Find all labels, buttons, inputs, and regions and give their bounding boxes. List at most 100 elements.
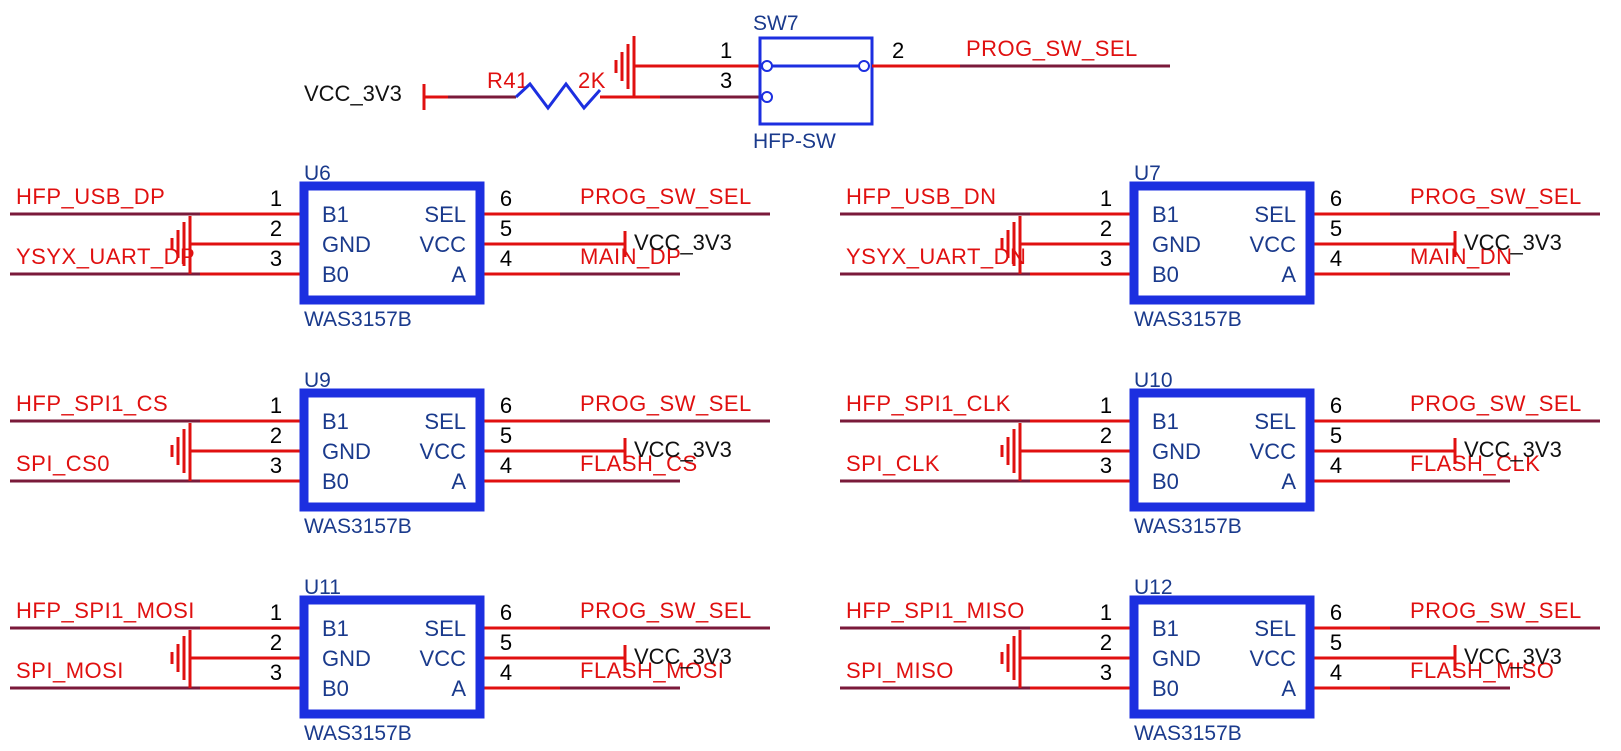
- pin-num: 1: [270, 393, 282, 418]
- net-label-b1: HFP_SPI1_CLK: [846, 391, 1011, 416]
- pin-num: 6: [1330, 600, 1342, 625]
- pin-num: 6: [500, 186, 512, 211]
- pin-num: 6: [1330, 186, 1342, 211]
- net-label-a: MAIN_DP: [580, 244, 681, 269]
- chip-part: WAS3157B: [304, 722, 412, 745]
- net-label-b0: SPI_CS0: [16, 451, 110, 476]
- chip-body: [299, 388, 485, 512]
- pin-num: 4: [1330, 660, 1342, 685]
- net-label-vcc: VCC_3V3: [1464, 644, 1562, 669]
- switch-contact-2: [858, 60, 870, 72]
- pin-num: 2: [270, 630, 282, 655]
- pin-name: VCC: [1250, 646, 1297, 671]
- pin-num: 3: [1100, 453, 1112, 478]
- net-label-vcc: VCC_3V3: [634, 230, 732, 255]
- net-label-vcc: VCC_3V3: [634, 437, 732, 462]
- pin-num: 5: [500, 216, 512, 241]
- pin-num: 4: [500, 246, 512, 271]
- net-label-b0: YSYX_UART_DP: [16, 244, 195, 269]
- chip-part: WAS3157B: [304, 515, 412, 538]
- resistor-ref: R41: [487, 68, 529, 93]
- mux-chips: U6WAS3157B123654B1GNDB0SELVCCAHFP_USB_DP…: [10, 162, 1600, 745]
- pin-name: B0: [322, 262, 349, 287]
- pin-num: 5: [500, 630, 512, 655]
- chip-ref: U11: [304, 576, 341, 599]
- chip-part: WAS3157B: [1134, 722, 1242, 745]
- pin-name: GND: [322, 646, 371, 671]
- net-label-sel: PROG_SW_SEL: [580, 598, 752, 623]
- sw-pin2-num: 2: [892, 38, 904, 63]
- pin-num: 2: [1100, 630, 1112, 655]
- pin-num: 6: [500, 393, 512, 418]
- pin-num: 3: [270, 660, 282, 685]
- pin-name: B0: [322, 469, 349, 494]
- switch-output-net: PROG_SW_SEL: [966, 36, 1138, 61]
- ground-icon: [170, 630, 192, 688]
- chip-body: [1129, 181, 1315, 305]
- chip-body: [1129, 595, 1315, 719]
- net-label-vcc: VCC_3V3: [1464, 437, 1562, 462]
- pin-name: SEL: [424, 616, 466, 641]
- pin-name: A: [451, 262, 466, 287]
- net-label-sel: PROG_SW_SEL: [580, 184, 752, 209]
- chip-ref: U9: [304, 369, 331, 392]
- pin-num: 4: [500, 453, 512, 478]
- pin-name: A: [1281, 469, 1296, 494]
- pin-name: VCC: [1250, 439, 1297, 464]
- pin-num: 4: [1330, 453, 1342, 478]
- chip-part: WAS3157B: [1134, 308, 1242, 331]
- chip-part: WAS3157B: [304, 308, 412, 331]
- pin-name: GND: [1152, 439, 1201, 464]
- net-label-b1: HFP_SPI1_CS: [16, 391, 168, 416]
- pin-name: SEL: [424, 409, 466, 434]
- pin-num: 3: [270, 246, 282, 271]
- pin-num: 2: [270, 423, 282, 448]
- pin-num: 5: [1330, 630, 1342, 655]
- chip-u6: U6WAS3157B123654B1GNDB0SELVCCAHFP_USB_DP…: [10, 162, 770, 331]
- pin-name: B0: [1152, 676, 1179, 701]
- net-label-sel: PROG_SW_SEL: [1410, 184, 1582, 209]
- pin-num: 1: [270, 600, 282, 625]
- chip-ref: U6: [304, 162, 331, 185]
- net-label-a: MAIN_DN: [1410, 244, 1513, 269]
- net-label-sel: PROG_SW_SEL: [1410, 598, 1582, 623]
- net-label-b0: SPI_CLK: [846, 451, 940, 476]
- chip-part: WAS3157B: [1134, 515, 1242, 538]
- pin-name: B1: [1152, 409, 1179, 434]
- pin-name: GND: [1152, 646, 1201, 671]
- pin-name: VCC: [420, 232, 467, 257]
- net-label-vcc: VCC_3V3: [1464, 230, 1562, 255]
- net-label-a: FLASH_MISO: [1410, 658, 1554, 683]
- net-label-b0: SPI_MISO: [846, 658, 954, 683]
- pin-num: 5: [1330, 216, 1342, 241]
- pin-name: VCC: [420, 646, 467, 671]
- pin-num: 5: [500, 423, 512, 448]
- sw-pin1-num: 1: [720, 38, 732, 63]
- switch-ref: SW7: [753, 12, 799, 35]
- pin-num: 1: [270, 186, 282, 211]
- resistor-value: 2K: [578, 68, 606, 93]
- net-label-a: FLASH_CLK: [1410, 451, 1540, 476]
- net-label-sel: PROG_SW_SEL: [580, 391, 752, 416]
- net-label-b1: HFP_USB_DP: [16, 184, 165, 209]
- pin-name: VCC: [1250, 232, 1297, 257]
- pin-num: 4: [1330, 246, 1342, 271]
- pin-name: SEL: [1254, 202, 1296, 227]
- pin-name: GND: [322, 232, 371, 257]
- pin-name: GND: [1152, 232, 1201, 257]
- net-label-b1: HFP_USB_DN: [846, 184, 996, 209]
- pin-name: A: [451, 469, 466, 494]
- pin-name: B1: [322, 409, 349, 434]
- chip-u12: U12WAS3157B123654B1GNDB0SELVCCAHFP_SPI1_…: [840, 576, 1600, 745]
- resistor-symbol: [514, 81, 602, 111]
- ground-icon: [1000, 423, 1022, 481]
- chip-body: [299, 181, 485, 305]
- pin-name: VCC: [420, 439, 467, 464]
- ground-icon: [170, 216, 192, 274]
- pin-num: 6: [500, 600, 512, 625]
- chip-ref: U7: [1134, 162, 1161, 185]
- switch-body: [758, 36, 874, 126]
- chip-u7: U7WAS3157B123654B1GNDB0SELVCCAHFP_USB_DN…: [840, 162, 1600, 331]
- pin-name: SEL: [1254, 616, 1296, 641]
